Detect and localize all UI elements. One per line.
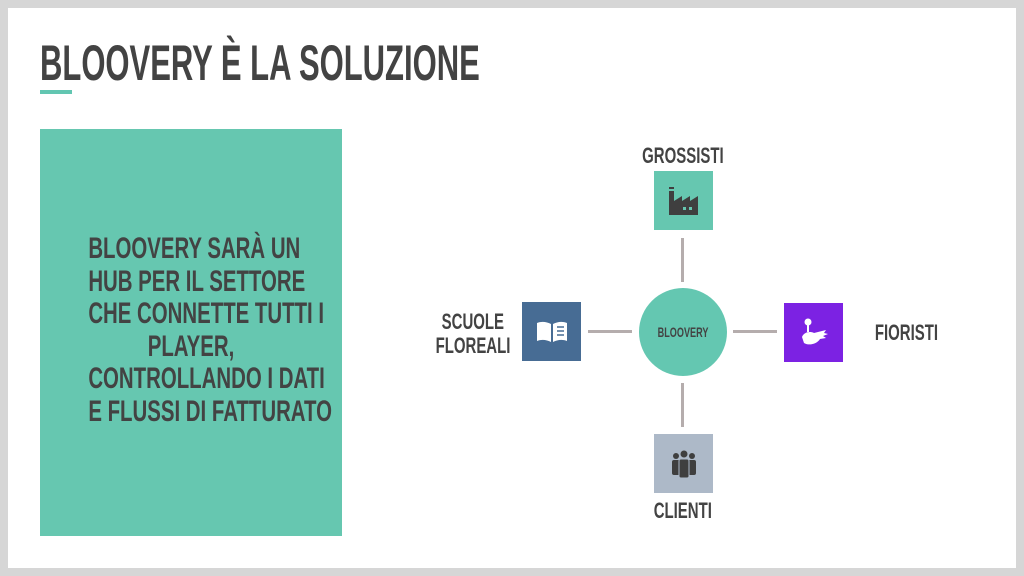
node-grossisti [654, 171, 713, 230]
statement-box: BLOOVERY SARÀ UN HUB PER IL SETTORE CHE … [40, 129, 342, 536]
title-accent-bar [40, 90, 72, 94]
node-fioristi [784, 303, 843, 362]
statement-line: CHE CONNETTE TUTTI I [88, 297, 325, 330]
book-icon [536, 321, 567, 342]
statement-line: PLAYER, [147, 329, 235, 363]
hub-label: BLOOVERY [657, 324, 709, 340]
hand-flower-icon [801, 318, 828, 344]
statement-line: CONTROLLANDO I DATI [88, 362, 325, 395]
node-label-fioristi: FIORISTI [874, 320, 939, 345]
factory-icon [668, 186, 698, 215]
node-label-scuole-floreali: SCUOLE FLOREALI [435, 309, 511, 358]
statement-line: E FLUSSI DI FATTURATO [88, 394, 332, 428]
node-label-clienti: CLIENTI [653, 498, 713, 523]
slide: BLOOVERY È LA SOLUZIONE BLOOVERY SARÀ UN… [8, 8, 1016, 568]
statement-line: HUB PER IL SETTORE [88, 264, 306, 298]
statement-line: BLOOVERY SARÀ UN [88, 232, 301, 265]
node-clienti [654, 434, 713, 493]
hub-circle: BLOOVERY [639, 288, 727, 376]
connector-bottom [681, 383, 684, 427]
connector-top [681, 238, 684, 282]
connector-left [588, 330, 632, 333]
node-scuole-floreali [522, 302, 581, 361]
people-icon [671, 450, 696, 478]
slide-title: BLOOVERY È LA SOLUZIONE [40, 35, 480, 91]
node-label-grossisti: GROSSISTI [642, 143, 724, 168]
connector-right [733, 330, 777, 333]
